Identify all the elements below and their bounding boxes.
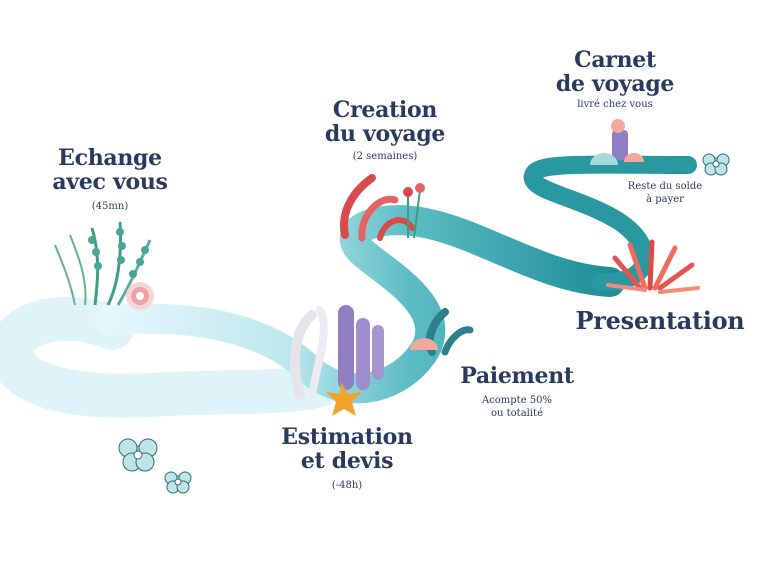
step-estimation-detail: (-48h) [331,480,363,491]
step-presentation: Presentation [570,308,750,334]
step-echange: Echange avec vous (45mn) [40,146,180,213]
step-carnet-detail: livré chez vous [577,99,653,110]
step-solde-detail-line1: Reste du solde [627,181,703,192]
step-paiement-detail-line1: Acompte 50% [481,395,553,406]
step-carnet-title-line1: Carnet [574,47,656,73]
seaweed-cluster [54,221,154,310]
flower-icon [164,471,192,494]
step-solde: Reste du solde à payer [615,180,715,206]
step-echange-title-line1: Echange [58,145,162,171]
step-echange-detail: (45mn) [91,201,129,212]
winding-path [0,155,697,418]
step-creation-title-line2: du voyage [324,121,446,147]
starfish-icon [326,382,362,416]
coral-cluster-creation [340,174,425,242]
step-paiement-detail-line2: ou totalité [491,408,543,419]
step-creation-title-line1: Creation [332,97,438,123]
step-creation: Creation du voyage (2 semaines) [310,98,460,163]
flower-icon [702,153,730,176]
step-estimation-title-line2: et devis [300,448,394,474]
coral-cluster-estimation [289,305,384,416]
step-creation-detail: (2 semaines) [352,151,418,162]
step-solde-detail-line2: à payer [646,194,684,205]
step-paiement: Paiement Acompte 50% ou totalité [458,364,576,420]
shells-carnet [590,119,644,165]
step-estimation: Estimation et devis (-48h) [272,425,422,492]
coral-cluster-paiement [410,308,474,356]
step-presentation-title: Presentation [575,306,745,335]
step-echange-title-line2: avec vous [52,169,168,195]
step-carnet-title-line2: de voyage [555,71,675,97]
flower-icon [118,438,158,472]
step-paiement-title: Paiement [460,363,574,389]
step-estimation-title-line1: Estimation [281,424,413,450]
anemone-presentation [606,239,700,294]
step-carnet: Carnet de voyage livré chez vous [545,48,685,111]
